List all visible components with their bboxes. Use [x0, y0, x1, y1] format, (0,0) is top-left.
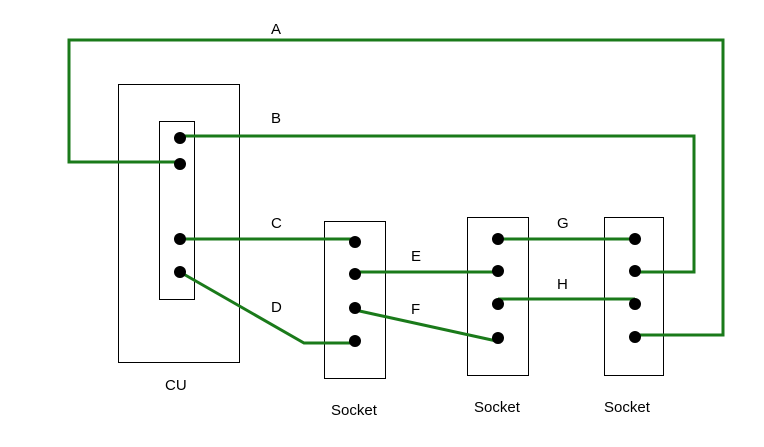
socket-1-label: Socket	[331, 402, 377, 419]
socket-2-terminal-3	[492, 298, 504, 310]
socket-2-terminal-2	[492, 265, 504, 277]
socket-3-terminal-3	[629, 298, 641, 310]
cu-label: CU	[165, 377, 187, 394]
wire-b	[180, 134, 696, 274]
socket-3-label: Socket	[604, 399, 650, 416]
socket-2-terminal-4	[492, 332, 504, 344]
wire-d	[179, 270, 355, 345]
socket-2-terminal-1	[492, 233, 504, 245]
socket-3-terminal-4	[629, 331, 641, 343]
socket-3-terminal-2	[629, 265, 641, 277]
wire-label-d: D	[271, 299, 282, 316]
socket-2-label: Socket	[474, 399, 520, 416]
socket-3-terminal-1	[629, 233, 641, 245]
wire-label-g: G	[557, 215, 569, 232]
wire-label-b: B	[271, 110, 282, 127]
wire-label-c: C	[271, 215, 282, 232]
cu-terminal-2	[174, 158, 186, 170]
socket-1-terminal-3	[349, 302, 361, 314]
wire-label-a: A	[271, 21, 282, 38]
socket-1-terminal-2	[349, 268, 361, 280]
wire-label-e: E	[411, 248, 422, 265]
wire-a	[67, 38, 725, 337]
cu-terminal-3	[174, 233, 186, 245]
wire-f	[354, 308, 502, 344]
wire-label-f: F	[411, 301, 421, 318]
socket-1-terminal-4	[349, 335, 361, 347]
cu-terminal-1	[174, 132, 186, 144]
cu-terminal-4	[174, 266, 186, 278]
socket-1-terminal-1	[349, 236, 361, 248]
wire-label-h: H	[557, 276, 568, 293]
